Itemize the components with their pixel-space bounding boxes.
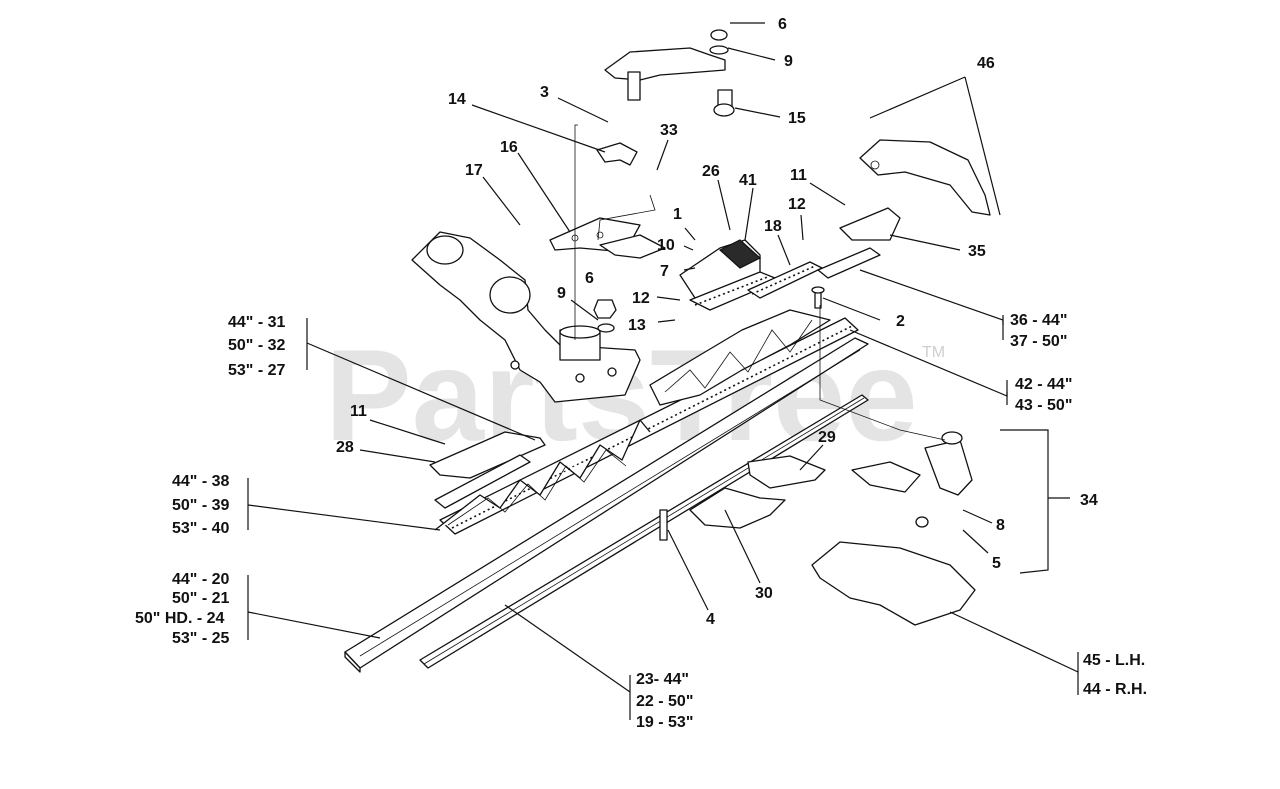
callout-11-left: 11 bbox=[350, 403, 367, 420]
bracket-part bbox=[596, 142, 638, 166]
callout-3: 3 bbox=[540, 84, 549, 101]
callout-11-right: 11 bbox=[790, 167, 807, 184]
callout-13: 13 bbox=[628, 317, 646, 334]
callout-46: 46 bbox=[977, 55, 995, 72]
wear-plate-part bbox=[817, 207, 901, 279]
label-plate-44: 36 - 44" bbox=[1010, 312, 1067, 329]
callout-12-left: 12 bbox=[632, 290, 650, 307]
bolt-2-part bbox=[811, 286, 825, 309]
label-knife-53: 19 - 53" bbox=[636, 714, 693, 731]
deflector-part bbox=[859, 139, 991, 216]
label-sections-50: 50" - 39 bbox=[172, 497, 230, 514]
guard-strip-part bbox=[439, 309, 859, 535]
label-shoe-lh: 45 - L.H. bbox=[1083, 652, 1145, 669]
label-plate-50: 37 - 50" bbox=[1010, 333, 1067, 350]
callout-6-top: 6 bbox=[778, 16, 787, 33]
label-spacer-53: 53" - 27 bbox=[228, 362, 286, 379]
label-knife-50: 22 - 50" bbox=[636, 693, 693, 710]
callout-14: 14 bbox=[448, 91, 466, 108]
callout-5: 5 bbox=[992, 555, 1001, 572]
end-shoe-part bbox=[811, 431, 976, 626]
callout-29: 29 bbox=[818, 429, 836, 446]
label-guard-50: 43 - 50" bbox=[1015, 397, 1072, 414]
label-spacer-50: 50" - 32 bbox=[228, 337, 286, 354]
callout-33: 33 bbox=[660, 122, 678, 139]
label-group-plate: 36 - 44" 37 - 50" bbox=[1010, 312, 1067, 350]
knife-sections-part bbox=[434, 419, 651, 531]
bolt-4-part bbox=[659, 509, 668, 541]
label-group-guard: 42 - 44" 43 - 50" bbox=[1015, 376, 1072, 414]
callout-41: 41 bbox=[739, 172, 757, 189]
gearbox-housing-part bbox=[411, 231, 641, 403]
callout-35: 35 bbox=[968, 243, 986, 260]
label-guard-44: 42 - 44" bbox=[1015, 376, 1072, 393]
callout-28: 28 bbox=[336, 439, 354, 456]
label-group-knife: 23- 44" 22 - 50" 19 - 53" bbox=[636, 671, 693, 731]
callout-8: 8 bbox=[996, 517, 1005, 534]
callout-15: 15 bbox=[788, 110, 806, 127]
label-bar-50hd: 50" HD. - 24 bbox=[135, 610, 225, 627]
label-group-shoe: 45 - L.H. 44 - R.H. bbox=[1083, 652, 1147, 698]
callout-4: 4 bbox=[706, 611, 715, 628]
callout-30: 30 bbox=[755, 585, 773, 602]
label-bar-53: 53" - 25 bbox=[172, 630, 230, 647]
callout-labels: 6 9 15 3 14 33 16 17 26 41 11 46 1 12 18… bbox=[336, 16, 1098, 628]
callout-7: 7 bbox=[660, 263, 669, 280]
callout-16: 16 bbox=[500, 139, 518, 156]
cutter-bar-part bbox=[344, 337, 869, 673]
pitman-arm-part bbox=[604, 29, 735, 117]
callout-6-mid: 6 bbox=[585, 270, 594, 287]
label-spacer-44: 44" - 31 bbox=[228, 314, 286, 331]
label-knife-44: 23- 44" bbox=[636, 671, 689, 688]
label-sections-44: 44" - 38 bbox=[172, 473, 230, 490]
callout-10: 10 bbox=[657, 237, 675, 254]
label-bar-44: 44" - 20 bbox=[172, 571, 230, 588]
leader-lines bbox=[247, 22, 1079, 720]
callout-2: 2 bbox=[896, 313, 905, 330]
label-group-bar: 44" - 20 50" - 21 50" HD. - 24 53" - 25 bbox=[135, 571, 230, 647]
callout-9-top: 9 bbox=[784, 53, 793, 70]
label-bar-50: 50" - 21 bbox=[172, 590, 230, 607]
knife-head-part bbox=[679, 239, 781, 311]
callout-1: 1 bbox=[673, 206, 682, 223]
label-shoe-rh: 44 - R.H. bbox=[1083, 681, 1147, 698]
callout-26: 26 bbox=[702, 163, 720, 180]
watermark-trademark: TM bbox=[922, 344, 945, 361]
label-group-sections: 44" - 38 50" - 39 53" - 40 bbox=[172, 473, 230, 537]
callout-9-mid: 9 bbox=[557, 285, 566, 302]
nut-6-part bbox=[593, 299, 617, 333]
label-sections-53: 53" - 40 bbox=[172, 520, 230, 537]
callout-12-right: 12 bbox=[788, 196, 806, 213]
callout-18: 18 bbox=[764, 218, 782, 235]
mount-plate-part bbox=[549, 217, 666, 259]
callout-17: 17 bbox=[465, 162, 483, 179]
hold-down-clip-part bbox=[429, 431, 546, 509]
callout-34: 34 bbox=[1080, 492, 1098, 509]
label-group-spacer: 44" - 31 50" - 32 53" - 27 bbox=[228, 314, 286, 379]
